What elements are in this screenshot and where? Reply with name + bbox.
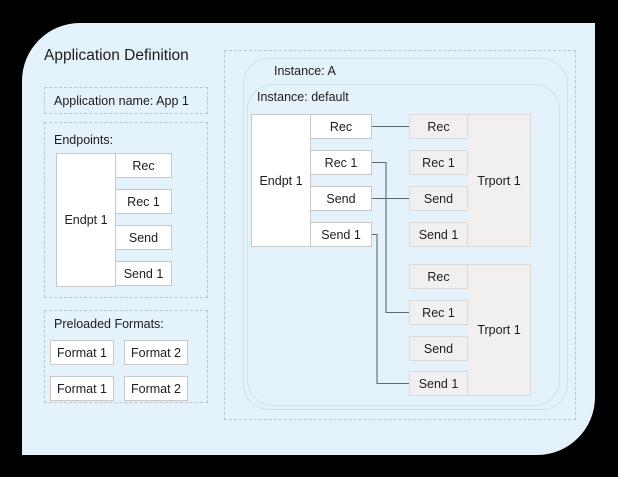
definition-endpoint-op-rec1: Rec 1 bbox=[116, 189, 172, 214]
transport-1-op-send1: Send 1 bbox=[409, 222, 468, 247]
instance-endpoint-op-rec1: Rec 1 bbox=[311, 150, 372, 175]
application-name-container: Application name: App 1 bbox=[44, 87, 208, 114]
preloaded-formats-label: Preloaded Formats: bbox=[54, 317, 164, 331]
transport-2-box: Trport 1 bbox=[468, 264, 531, 396]
instance-endpoint-box: Endpt 1 bbox=[251, 114, 311, 247]
preloaded-format-1a: Format 1 bbox=[50, 340, 114, 365]
transport-1-op-rec: Rec bbox=[409, 114, 468, 139]
preloaded-format-1b: Format 1 bbox=[50, 376, 114, 401]
transport-1-op-send: Send bbox=[409, 186, 468, 211]
instance-endpoint-op-rec: Rec bbox=[311, 114, 372, 139]
transport-2-op-send1: Send 1 bbox=[409, 371, 468, 396]
instance-a-label: Instance: A bbox=[274, 64, 336, 78]
instance-endpoint-op-send: Send bbox=[311, 186, 372, 211]
endpoints-container bbox=[44, 122, 208, 298]
definition-endpoint-box: Endpt 1 bbox=[56, 153, 116, 287]
definition-endpoint-op-send: Send bbox=[116, 225, 172, 250]
preloaded-format-2b: Format 2 bbox=[124, 376, 188, 401]
definition-endpoint-op-send1: Send 1 bbox=[116, 261, 172, 286]
transport-2-op-rec1: Rec 1 bbox=[409, 300, 468, 325]
preloaded-formats-container bbox=[44, 310, 208, 403]
transport-2-op-send: Send bbox=[409, 336, 468, 361]
transport-1-box: Trport 1 bbox=[468, 114, 531, 247]
transport-2-op-rec: Rec bbox=[409, 264, 468, 289]
application-name-label: Application name: App 1 bbox=[54, 94, 189, 108]
transport-1-op-rec1: Rec 1 bbox=[409, 150, 468, 175]
endpoints-label: Endpoints: bbox=[54, 133, 114, 147]
preloaded-format-2a: Format 2 bbox=[124, 340, 188, 365]
definition-endpoint-op-rec: Rec bbox=[116, 153, 172, 178]
instance-default-label: Instance: default bbox=[257, 90, 349, 104]
page-title: Application Definition bbox=[44, 47, 189, 64]
instance-endpoint-op-send1: Send 1 bbox=[311, 222, 372, 247]
instances-outer-container bbox=[224, 50, 576, 420]
